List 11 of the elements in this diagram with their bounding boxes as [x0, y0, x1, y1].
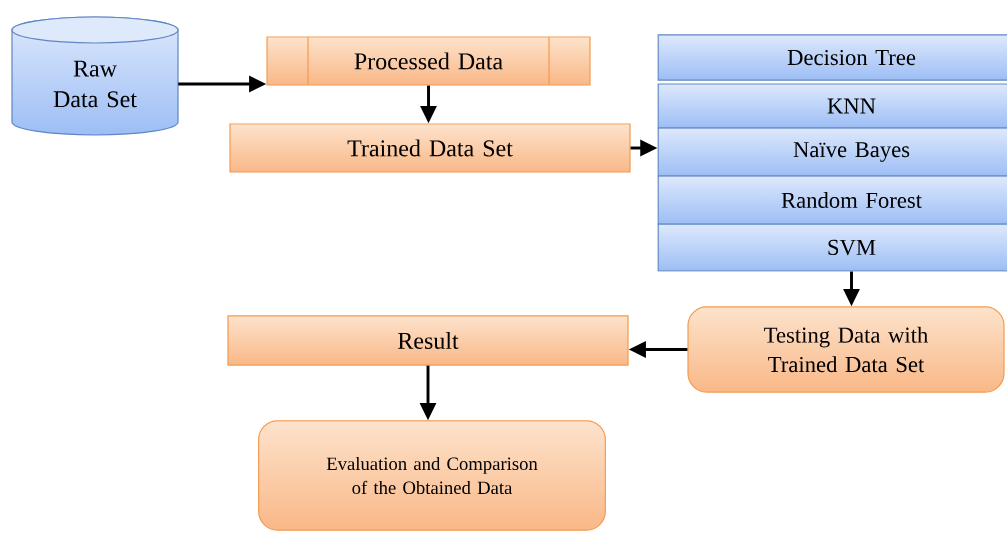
process-box: Trained Data Set [229, 123, 631, 173]
algorithm-box: Decision Tree [657, 34, 1007, 81]
process-box: Processed Data [266, 36, 591, 86]
algorithm-box: SVM [657, 223, 1007, 272]
database-cylinder: Raw Data Set [11, 16, 179, 136]
process-box: Testing Data with Trained Data Set [687, 306, 1005, 393]
evaluation-box: Evaluation and Comparison of the Obtained Data [258, 420, 606, 531]
algorithm-box: Naïve Bayes [657, 127, 1007, 177]
algorithm-box: KNN [657, 83, 1007, 129]
algorithm-box: Random Forest [657, 175, 1007, 225]
result-box: Result [227, 315, 629, 366]
